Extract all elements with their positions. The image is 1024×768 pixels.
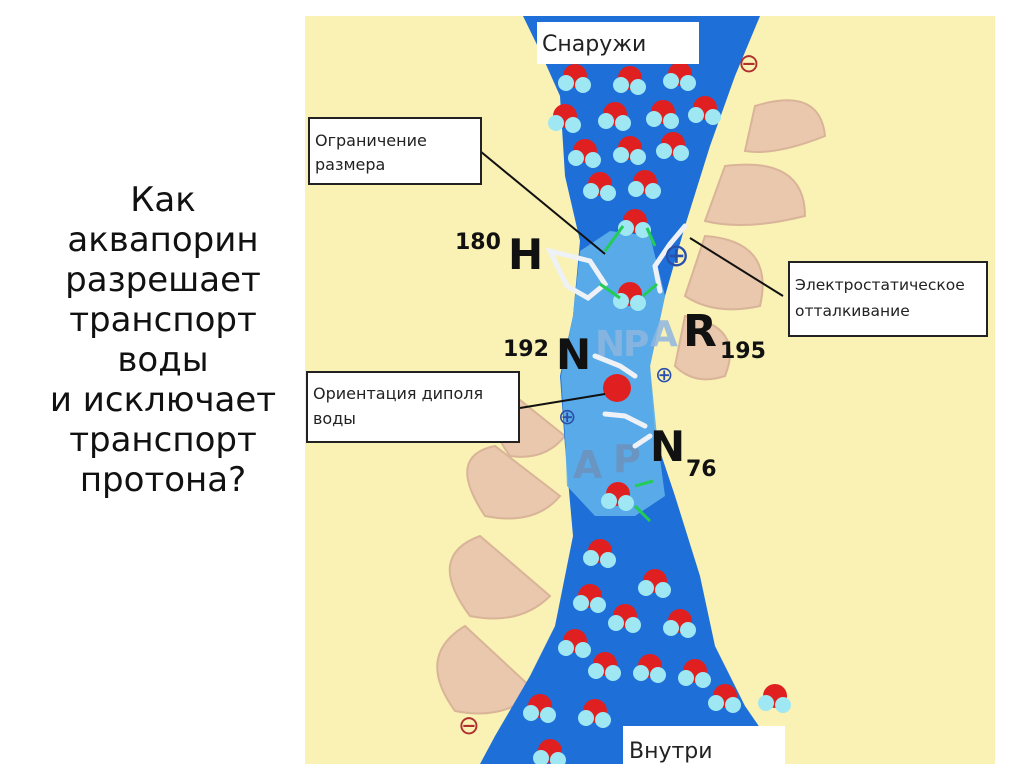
callout-electrostatic-line2: отталкивание <box>795 302 910 320</box>
helix-right <box>673 99 827 381</box>
side-chains <box>545 223 688 449</box>
residue-n192-number: 192 <box>503 337 549 362</box>
residue-r195-number: 195 <box>720 339 766 364</box>
residue-labels: 180 H 192 N R 195 N 76 <box>455 230 766 482</box>
residue-h180-number: 180 <box>455 230 501 255</box>
callout-size-line1: Ограничение <box>315 131 427 150</box>
residue-h180-letter: H <box>508 230 543 279</box>
callout-dipole-line1: Ориентация диполя <box>313 384 483 403</box>
callout-size-line2: размера <box>315 155 385 174</box>
inside-label-box <box>623 726 785 764</box>
inside-label: Внутри <box>629 739 713 764</box>
callout-lines <box>479 150 784 409</box>
motif-letter-a: A <box>573 443 603 487</box>
callout-dipole-line2: воды <box>313 409 356 428</box>
minus-charge-top-icon: ⊖ <box>738 49 760 79</box>
plus-charge-helix-upper-icon: ⊕ <box>655 363 673 388</box>
callout-dipole-orientation: Ориентация диполя воды <box>306 371 520 443</box>
outside-label-box <box>537 22 699 64</box>
residue-n76-letter: N <box>650 422 685 471</box>
motif-letter-a: A <box>650 314 678 355</box>
plus-charge-helix-lower-icon: ⊕ <box>558 405 576 430</box>
plus-charge-arginine-icon: ⊕ <box>663 236 690 274</box>
npa-motif-upper: N P A <box>595 314 678 365</box>
aquaporin-diagram: N P A A P <box>305 16 995 764</box>
callout-electrostatic-repulsion: Электростатическое отталкивание <box>788 261 988 337</box>
residue-n76-number: 76 <box>686 457 717 482</box>
residue-r195-letter: R <box>683 306 717 357</box>
motif-letter-p: P <box>623 324 649 365</box>
question-text: Как аквапорин разрешает транспорт воды и… <box>49 180 277 500</box>
hydrogen-bonds <box>599 225 658 523</box>
callout-electrostatic-line1: Электростатическое <box>795 276 965 294</box>
outside-label: Снаружи <box>542 32 646 57</box>
charge-symbols: ⊖ ⊖ ⊕ ⊕ ⊕ <box>458 49 760 741</box>
callout-size-restriction: Ограничение размера <box>308 117 482 185</box>
water-molecules-channel <box>601 209 651 511</box>
residue-n192-letter: N <box>556 330 591 379</box>
minus-charge-bottom-icon: ⊖ <box>458 711 480 741</box>
